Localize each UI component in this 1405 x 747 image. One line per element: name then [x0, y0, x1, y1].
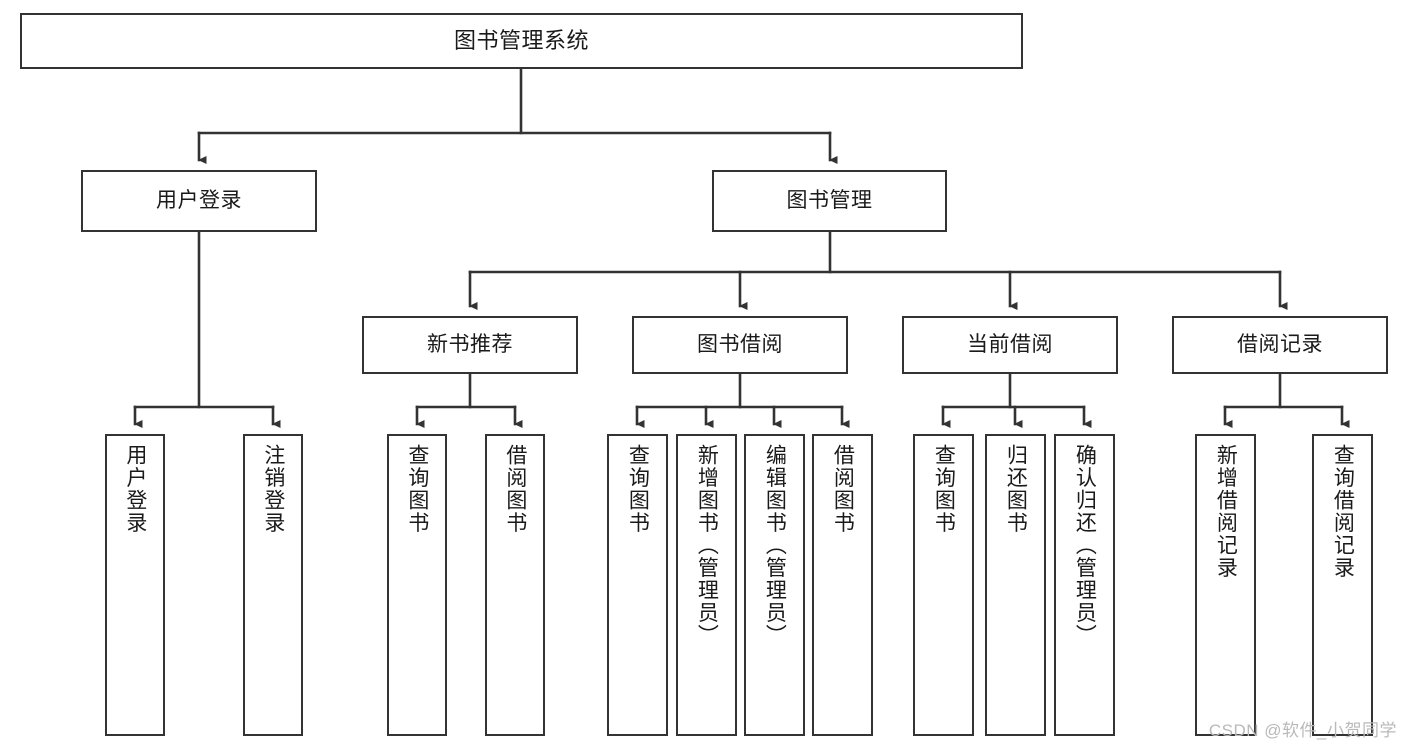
node-leaf-add-book-label: 新增图书（管理员）: [695, 444, 719, 647]
node-new-book-recommend[interactable]: 新书推荐: [362, 316, 578, 374]
node-leaf-add-book[interactable]: 新增图书（管理员）: [676, 434, 737, 736]
node-leaf-query-book-2-label: 查询图书: [626, 444, 650, 534]
node-leaf-return-book-label: 归还图书: [1004, 444, 1028, 534]
node-book-borrow[interactable]: 图书借阅: [632, 316, 848, 374]
node-leaf-borrow-book-1[interactable]: 借阅图书: [485, 434, 545, 736]
node-leaf-query-book-3[interactable]: 查询图书: [913, 434, 974, 736]
node-leaf-query-book-3-label: 查询图书: [932, 444, 956, 534]
node-leaf-user-logout-label: 注销登录: [261, 444, 285, 534]
node-current-borrow[interactable]: 当前借阅: [902, 316, 1118, 374]
node-borrow-record-label: 借阅记录: [1237, 333, 1323, 357]
node-leaf-edit-book-label: 编辑图书（管理员）: [763, 444, 787, 647]
node-book-manage[interactable]: 图书管理: [712, 170, 947, 232]
node-leaf-user-logout[interactable]: 注销登录: [243, 434, 303, 736]
node-leaf-user-login[interactable]: 用户登录: [105, 434, 165, 736]
node-root[interactable]: 图书管理系统: [20, 13, 1023, 69]
node-leaf-add-record-label: 新增借阅记录: [1214, 444, 1238, 579]
node-leaf-query-book-2[interactable]: 查询图书: [607, 434, 668, 736]
node-leaf-edit-book[interactable]: 编辑图书（管理员）: [744, 434, 805, 736]
node-leaf-confirm-return-label: 确认归还（管理员）: [1073, 444, 1097, 647]
node-user-login[interactable]: 用户登录: [81, 170, 317, 232]
node-current-borrow-label: 当前借阅: [967, 333, 1053, 357]
node-leaf-return-book[interactable]: 归还图书: [985, 434, 1046, 736]
node-leaf-query-record[interactable]: 查询借阅记录: [1312, 434, 1373, 736]
node-leaf-confirm-return[interactable]: 确认归还（管理员）: [1054, 434, 1115, 736]
node-leaf-borrow-book-1-label: 借阅图书: [503, 444, 527, 534]
node-book-borrow-label: 图书借阅: [697, 333, 783, 357]
csdn-watermark: CSDN @软件_小贺同学: [1208, 721, 1397, 740]
node-leaf-user-login-label: 用户登录: [123, 444, 147, 534]
node-book-manage-label: 图书管理: [786, 189, 873, 213]
node-leaf-query-record-label: 查询借阅记录: [1331, 444, 1355, 579]
node-user-login-label: 用户登录: [156, 189, 242, 213]
node-leaf-query-book-1-label: 查询图书: [405, 444, 429, 534]
node-leaf-query-book-1[interactable]: 查询图书: [387, 434, 447, 736]
node-leaf-add-record[interactable]: 新增借阅记录: [1195, 434, 1256, 736]
node-new-book-recommend-label: 新书推荐: [427, 333, 513, 357]
node-borrow-record[interactable]: 借阅记录: [1172, 316, 1388, 374]
node-leaf-borrow-book-2-label: 借阅图书: [831, 444, 855, 534]
node-leaf-borrow-book-2[interactable]: 借阅图书: [812, 434, 873, 736]
node-root-label: 图书管理系统: [453, 27, 589, 53]
